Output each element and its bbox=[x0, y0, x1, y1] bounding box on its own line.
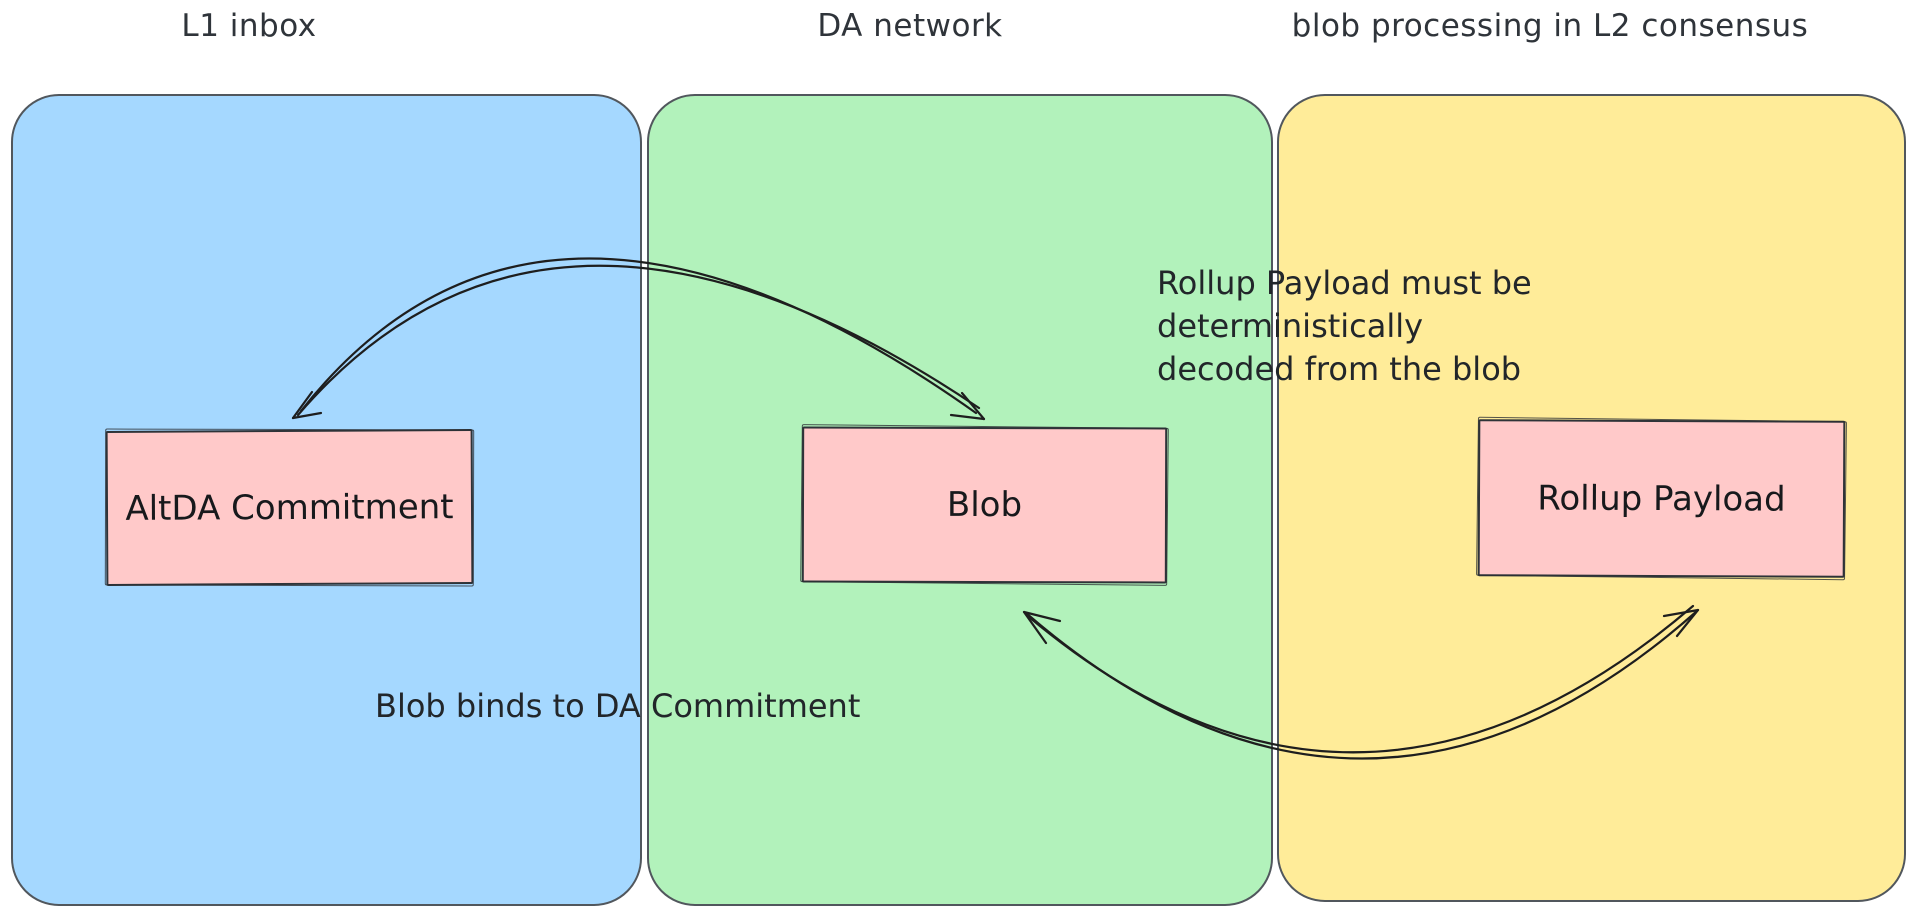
annotation-decode-line-1: Rollup Payload must be bbox=[1157, 264, 1532, 302]
annotation-decode-requirement: Rollup Payload must be deterministically… bbox=[1157, 262, 1532, 391]
node-rollup-payload-label: Rollup Payload bbox=[1537, 477, 1786, 520]
node-blob: Blob bbox=[801, 426, 1168, 584]
panel-title-da-network: DA network bbox=[817, 8, 1003, 44]
annotation-blob-binds: Blob binds to DA Commitment bbox=[375, 687, 861, 725]
annotation-decode-line-3: decoded from the blob bbox=[1157, 350, 1522, 388]
panel-title-l2-consensus: blob processing in L2 consensus bbox=[1291, 8, 1809, 44]
node-altda-commitment: AltDA Commitment bbox=[105, 429, 474, 586]
annotation-decode-line-2: deterministically bbox=[1157, 307, 1424, 345]
node-blob-label: Blob bbox=[946, 484, 1023, 526]
node-altda-commitment-label: AltDA Commitment bbox=[125, 486, 454, 529]
node-rollup-payload: Rollup Payload bbox=[1477, 419, 1846, 578]
panel-title-l1-inbox: L1 inbox bbox=[181, 8, 317, 44]
